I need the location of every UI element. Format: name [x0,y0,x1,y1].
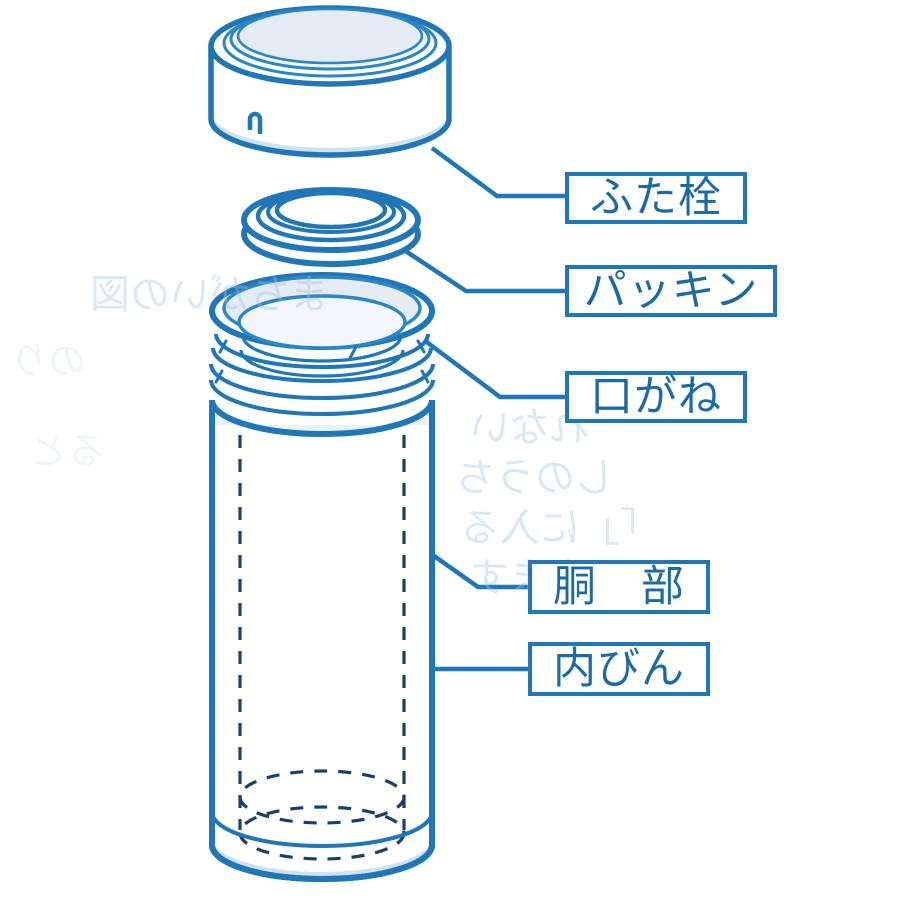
bottle-base-inner-arc [210,811,434,848]
bottle-base-front-arc [209,844,435,882]
label-box-neck: 口がね [565,371,747,423]
leader-line-packing [396,244,565,294]
neck-thread-inner-ring-1 [241,335,403,363]
bottle-body-wall [212,425,432,879]
label-text-body: 胴 部 [553,561,685,612]
inner-bottle-base-upper [238,769,406,825]
label-box-inner: 内びん [528,642,710,696]
thread-tick-right-1 [416,339,426,354]
leader-line-lid [430,146,565,199]
neck-screw-threads [209,333,435,416]
neck-thread-ring-4 [209,379,435,416]
neck-thread-ticks [214,339,430,384]
label-box-body: 胴 部 [528,560,710,614]
leader-line-neck [422,338,565,400]
label-box-lid: ふた栓 [565,172,747,224]
neck-thread-ring-2 [211,347,433,383]
neck-collar-band [212,400,432,434]
part-bottle [209,272,435,882]
neck-thread-ring-1 [214,333,430,369]
bottle-bottom-rim-band [212,838,432,879]
thread-tick-left-2 [214,369,224,384]
packing-inner-hole [274,190,388,230]
part-lid [208,5,452,158]
thread-tick-right-2 [420,369,430,384]
thread-tick-center [348,345,358,360]
thread-tick-left-1 [218,339,228,354]
label-text-packing: パッキン [583,265,759,316]
neck-thread-inner-ring-2 [239,349,405,378]
label-box-packing: パッキン [565,265,777,317]
part-packing-ring [241,187,421,267]
leader-line-body [425,549,528,590]
neck-collar-front-arc [209,399,435,437]
lid-bottom-rim-band [211,112,449,155]
lid-top-disc [236,7,424,65]
label-text-inner: 内びん [553,643,685,694]
label-text-neck: 口がね [590,371,722,422]
label-text-lid: ふた栓 [590,172,722,223]
lid-notch-tab [247,111,263,134]
neck-mouth-bore-ellipse [237,294,407,350]
lid-outline [208,46,452,158]
neck-thread-ring-3 [209,363,435,400]
